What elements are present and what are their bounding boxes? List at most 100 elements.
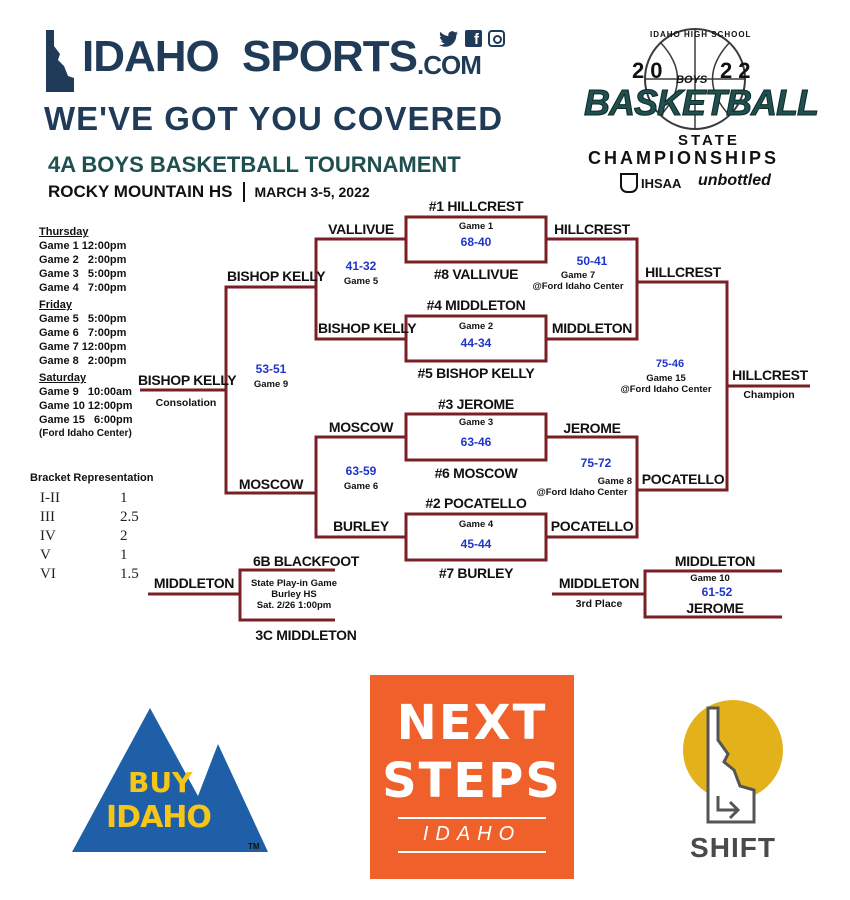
- seed-7-burley: #7 BURLEY: [438, 565, 514, 581]
- game2-label: Game 2: [458, 321, 494, 332]
- game8-bracket: [546, 435, 639, 539]
- game9-team-bottom: MOSCOW: [238, 476, 304, 492]
- game15-team-top: HILLCREST: [645, 264, 721, 280]
- consolation-winner: BISHOP KELLY: [138, 372, 237, 388]
- logo-year-left: 20: [632, 58, 669, 83]
- logo-basketball: BASKETBALL: [584, 82, 820, 124]
- game7-team-bottom: MIDDLETON: [551, 320, 633, 336]
- schedule-friday: Friday: [39, 299, 73, 311]
- game1-label: Game 1: [458, 221, 494, 232]
- buy-idaho-line1: BUY: [128, 766, 193, 799]
- divider: [242, 182, 245, 202]
- ihsaa-shield-icon: [620, 173, 638, 193]
- facebook-icon[interactable]: f: [465, 30, 482, 47]
- game15-venue: @Ford Idaho Center: [620, 384, 712, 395]
- playin-top: 6B BLACKFOOT: [252, 553, 360, 569]
- state-championship-logo: IDAHO HIGH SCHOOL 20 22 BOYS BASKETBALL …: [580, 18, 819, 193]
- dates: MARCH 3-5, 2022: [254, 184, 370, 200]
- game6-label: Game 6: [343, 481, 379, 492]
- game10-team-bottom: JEROME: [686, 600, 744, 616]
- game6-bracket: [314, 435, 406, 539]
- schedule-item: Game 1 12:00pm: [39, 240, 127, 252]
- playin-line2: Burley HS: [271, 589, 317, 600]
- logo-state: STATE: [678, 132, 740, 149]
- game6-team-top: MOSCOW: [328, 419, 394, 435]
- shift-logo[interactable]: SHIFT: [678, 700, 788, 865]
- game15-label: Game 15: [646, 373, 686, 384]
- game15-team-bottom: POCATELLO: [641, 471, 725, 487]
- game8-score: 75-72: [580, 456, 612, 470]
- shift-label: SHIFT: [690, 832, 776, 863]
- game8-label: Game 8: [597, 476, 632, 487]
- game3-score: 63-46: [460, 435, 492, 449]
- schedule-item: Game 15 6:00pm: [39, 414, 133, 426]
- game8-venue: @Ford Idaho Center: [536, 487, 628, 498]
- game3-label: Game 3: [458, 417, 494, 428]
- game15-score: 75-46: [655, 358, 685, 370]
- game9-bracket: [224, 285, 316, 495]
- buy-idaho-logo[interactable]: BUY IDAHO TM: [72, 708, 268, 852]
- seed-3-jerome: #3 JEROME: [438, 396, 514, 412]
- schedule-thursday: Thursday: [39, 226, 89, 238]
- brand-com: .COM: [417, 50, 482, 80]
- seed-8-vallivue: #8 VALLIVUE: [433, 266, 519, 282]
- next-steps-line1: NEXT: [396, 695, 548, 751]
- playin-line1: State Play-in Game: [250, 578, 338, 589]
- schedule: Thursday Game 1 12:00pm Game 2 2:00pm Ga…: [39, 225, 159, 441]
- game4-score: 45-44: [460, 537, 492, 551]
- schedule-item: Game 8 2:00pm: [39, 355, 127, 367]
- game10-score: 61-52: [701, 585, 733, 599]
- game9-team-top: BISHOP KELLY: [227, 268, 326, 284]
- game5-team-bottom: BISHOP KELLY: [318, 320, 417, 336]
- schedule-item: Game 5 5:00pm: [39, 313, 127, 325]
- game10-label: Game 10: [690, 573, 730, 584]
- logo-year-right: 22: [720, 58, 757, 83]
- instagram-icon[interactable]: [488, 30, 505, 47]
- game10-team-top: MIDDLETON: [674, 553, 756, 569]
- tournament-title: 4A BOYS BASKETBALL TOURNAMENT: [48, 152, 461, 177]
- next-steps-underline-top: [398, 817, 546, 819]
- shift-sun-idaho-icon: [683, 700, 783, 824]
- schedule-item: Game 6 7:00pm: [39, 327, 127, 339]
- game9-score: 53-51: [255, 362, 287, 376]
- consolation-label: Consolation: [155, 397, 217, 409]
- playin-winner: MIDDLETON: [153, 575, 235, 591]
- mountains-icon: [72, 708, 268, 852]
- tagline: WE'VE GOT YOU COVERED: [44, 100, 504, 137]
- seed-6-moscow: #6 MOSCOW: [434, 465, 518, 481]
- game10-winner-label: 3rd Place: [575, 598, 623, 610]
- game5-bracket: [314, 237, 406, 341]
- game7-bracket: [546, 237, 639, 341]
- schedule-item: Game 4 7:00pm: [39, 282, 127, 294]
- game8-team-top: JEROME: [563, 420, 621, 436]
- next-steps-underline-bottom: [398, 851, 546, 853]
- logo-top: IDAHO HIGH SCHOOL: [650, 30, 752, 39]
- game7-score: 50-41: [576, 254, 608, 268]
- schedule-item: (Ford Idaho Center): [39, 428, 132, 439]
- game7-venue: @Ford Idaho Center: [532, 281, 624, 292]
- next-steps-idaho-logo[interactable]: NEXT STEPS IDAHO: [370, 675, 574, 879]
- playin-bottom: 3C MIDDLETON: [255, 627, 357, 643]
- game9-label: Game 9: [253, 379, 289, 390]
- schedule-item: Game 10 12:00pm: [39, 400, 133, 412]
- schedule-saturday: Saturday: [39, 372, 87, 384]
- champion-winner: HILLCREST: [732, 367, 808, 383]
- idaho-sports-logo[interactable]: IDAHO SPORTS .COM f: [42, 26, 505, 96]
- schedule-item: Game 9 10:00am: [39, 386, 132, 398]
- game2-score: 44-34: [460, 336, 492, 350]
- schedule-item: Game 2 2:00pm: [39, 254, 127, 266]
- buy-idaho-line2: IDAHO: [106, 800, 212, 835]
- seed-5-bishop-kelly: #5 BISHOP KELLY: [417, 365, 535, 381]
- game7-team-top: HILLCREST: [554, 221, 630, 237]
- logo-boys: BOYS: [676, 74, 708, 86]
- twitter-icon[interactable]: [439, 30, 459, 48]
- next-steps-line3: IDAHO: [422, 823, 522, 845]
- brand-idaho: IDAHO: [82, 32, 220, 81]
- game6-score: 63-59: [345, 464, 377, 478]
- game6-team-bottom: BURLEY: [333, 518, 389, 534]
- game8-team-bottom: POCATELLO: [550, 518, 634, 534]
